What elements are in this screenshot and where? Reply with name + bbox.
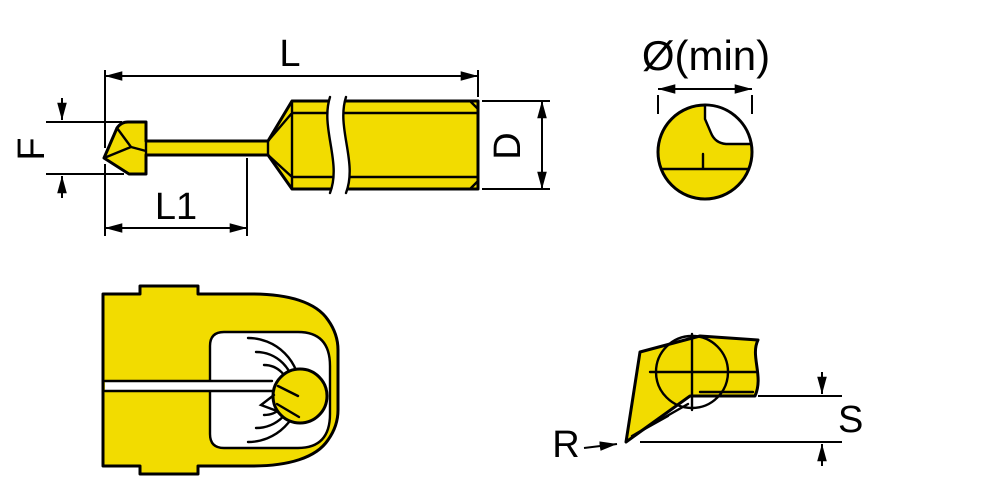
insert-facet-lines	[258, 384, 301, 419]
leader-arrow-R	[583, 441, 618, 451]
cutting-edge-notch	[703, 103, 753, 146]
tip-facet-lines	[630, 402, 690, 438]
section-view	[101, 284, 340, 476]
dim-label-L1: L1	[155, 186, 197, 228]
extension-lines-front	[657, 95, 753, 114]
crosshair-lines	[648, 332, 758, 412]
boring-bar-slot	[105, 381, 272, 391]
insert-head	[271, 367, 329, 425]
dim-label-R: R	[552, 424, 579, 466]
dim-label-S: S	[838, 399, 863, 441]
boring-bar-lines	[103, 379, 274, 393]
dim-label-D: D	[487, 132, 529, 159]
front-view: Ø(min)	[642, 32, 770, 201]
tool-detail-lines	[102, 99, 480, 191]
extension-lines-S	[640, 395, 842, 443]
side-view: L F L1 D	[11, 33, 550, 236]
break-lines	[326, 95, 351, 195]
break-gap	[327, 97, 350, 193]
dim-label-F: F	[11, 137, 53, 160]
front-edge-lines	[660, 152, 750, 171]
dim-label-L: L	[279, 33, 300, 75]
tip-detail-view: R S	[552, 332, 863, 466]
extension-lines-side	[46, 70, 550, 236]
dim-label-min-bore: Ø(min)	[642, 32, 770, 79]
